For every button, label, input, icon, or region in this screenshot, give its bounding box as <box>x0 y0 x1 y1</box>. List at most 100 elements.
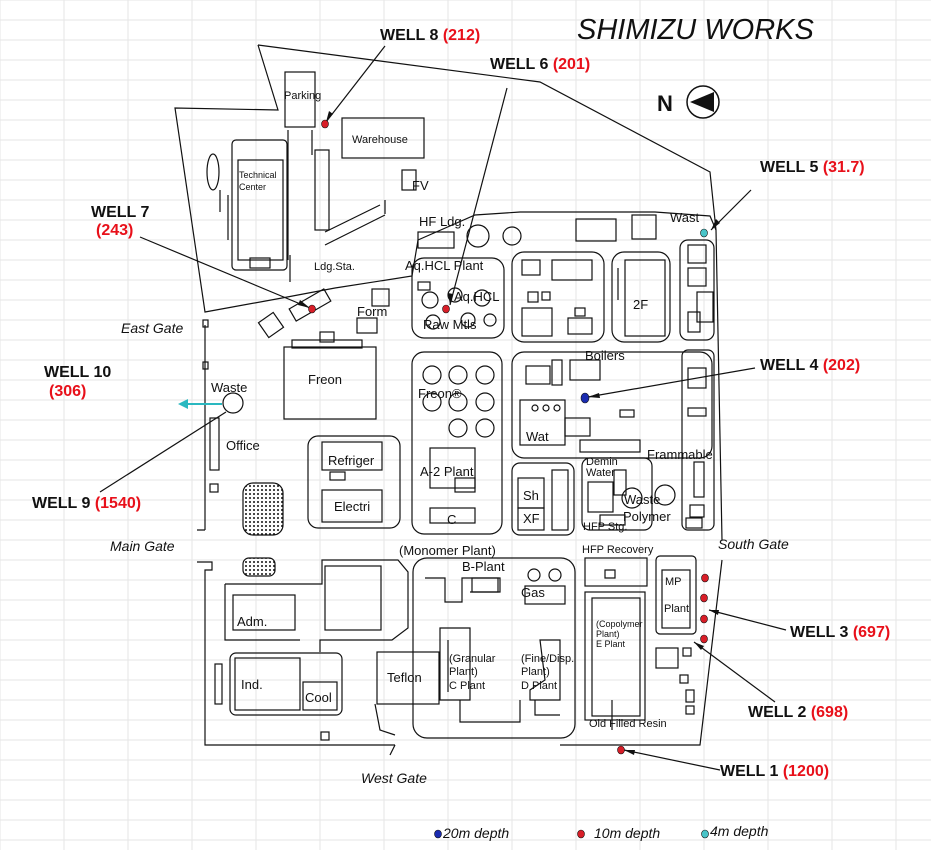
label-mp-plant: Plant <box>664 603 689 615</box>
north-arrow-icon <box>686 85 720 119</box>
label-center: Center <box>239 182 266 192</box>
site-boundary <box>174 44 723 746</box>
well-10-name: WELL 10 <box>44 364 111 381</box>
label-finedisp-2: Plant) <box>521 666 550 678</box>
label-demin: Demin <box>586 456 618 468</box>
label-office: Office <box>226 438 260 453</box>
label-form: Form <box>357 304 387 319</box>
legend-4m-dot <box>701 829 709 839</box>
label-wat: Wat <box>526 429 549 444</box>
label-raw-mtls: Raw Mtls <box>423 317 477 332</box>
label-fv: FV <box>412 178 429 193</box>
well-3-label: WELL 3 (697) <box>790 624 890 641</box>
label-granular-1: (Granular <box>449 653 496 665</box>
label-copolymer-1: (Copolymer <box>596 619 643 629</box>
label-south-gate: South Gate <box>718 536 789 552</box>
label-waste-polymer-1: Waste <box>624 492 660 507</box>
north-label: N <box>657 91 673 116</box>
label-mp: MP <box>665 576 682 588</box>
well-6-label: WELL 6 (201) <box>490 56 590 73</box>
freon-area <box>283 339 715 535</box>
well-leaders <box>99 45 787 771</box>
well-6-marker[interactable] <box>442 304 450 314</box>
label-sh: Sh <box>523 488 539 503</box>
label-waste-polymer-2: Polymer <box>623 509 671 524</box>
label-b-plant: B-Plant <box>462 559 505 574</box>
well-7-name: WELL 7 <box>91 204 149 221</box>
label-parking: Parking <box>284 90 321 102</box>
label-granular-2: Plant) <box>449 666 478 678</box>
label-finedisp-3: D Plant <box>521 680 557 692</box>
well-3-marker-b[interactable] <box>700 593 708 603</box>
label-hfp-stg: HFP Stg. <box>583 521 627 533</box>
label-waste: Waste <box>211 380 247 395</box>
label-ldg-sta: Ldg.Sta. <box>314 261 355 273</box>
label-freon: Freon <box>308 372 342 387</box>
label-old-filled-resin: Old Filled Resin <box>589 718 667 730</box>
label-granular-3: C Plant <box>449 680 485 692</box>
south-central-area <box>511 457 703 536</box>
well-1-marker[interactable] <box>617 745 625 755</box>
label-xf: XF <box>523 511 540 526</box>
label-wast: Wast <box>670 210 700 225</box>
well-4-label: WELL 4 (202) <box>760 357 860 374</box>
flow-arrow-head <box>178 399 188 409</box>
label-finedisp-1: (Fine/Disp. <box>521 653 574 665</box>
well-9-label: WELL 9 (1540) <box>32 495 141 512</box>
label-teflon: Teflon <box>387 670 422 685</box>
label-monomer-plant: (Monomer Plant) <box>399 543 496 558</box>
label-gas: Gas <box>521 585 545 600</box>
hcl-area <box>411 214 715 343</box>
well-8-label: WELL 8 (212) <box>380 27 480 44</box>
well-7-value: (243) <box>96 222 133 239</box>
building-labels: Parking Warehouse Technical Center FV HF… <box>211 90 713 730</box>
label-copolymer-3: E Plant <box>596 639 626 649</box>
label-west-gate: West Gate <box>361 770 427 786</box>
legend-10m-dot <box>577 829 585 839</box>
well-3-marker-a[interactable] <box>701 573 709 583</box>
well-5-label: WELL 5 (31.7) <box>760 159 865 176</box>
label-electri: Electri <box>334 499 370 514</box>
legend-20m-label: 20m depth <box>442 825 509 841</box>
label-demin-water: Water <box>586 467 615 479</box>
well-2-label: WELL 2 (698) <box>748 704 848 721</box>
well-7-marker[interactable] <box>308 304 316 314</box>
well-1-label: WELL 1 (1200) <box>720 763 829 780</box>
label-copolymer-2: Plant) <box>596 629 620 639</box>
label-aq-hcl-plant: Aq.HCL Plant <box>405 258 484 273</box>
label-cool: Cool <box>305 690 332 705</box>
label-warehouse: Warehouse <box>352 134 408 146</box>
label-freon-reg: Freon® <box>418 386 462 401</box>
well-markers <box>308 119 709 755</box>
label-frammable: Frammable <box>647 447 713 462</box>
label-a2-plant: A-2 Plant <box>420 464 474 479</box>
well-4-marker[interactable] <box>580 392 590 404</box>
west-area <box>209 417 401 536</box>
label-c: C <box>447 512 456 527</box>
label-aq-hcl: Aq.HCL <box>454 289 500 304</box>
legend-10m-label: 10m depth <box>594 825 660 841</box>
label-boilers: Boilers <box>585 348 625 363</box>
label-main-gate: Main Gate <box>110 538 175 554</box>
well-2-marker[interactable] <box>700 634 708 644</box>
label-technical: Technical <box>239 170 277 180</box>
label-hf-ldg: HF Ldg. <box>419 214 465 229</box>
label-ind: Ind. <box>241 677 263 692</box>
label-2f: 2F <box>633 297 648 312</box>
legend-20m-dot <box>434 829 442 839</box>
well-3-marker-c[interactable] <box>700 614 708 624</box>
label-refriger: Refriger <box>328 453 375 468</box>
admin-area <box>214 557 440 756</box>
well-5-marker[interactable] <box>700 228 708 238</box>
label-hfp-recovery: HFP Recovery <box>582 544 654 556</box>
northwest-area <box>202 71 425 370</box>
waste-tank <box>222 392 244 414</box>
label-adm: Adm. <box>237 614 267 629</box>
legend-4m-label: 4m depth <box>710 823 769 839</box>
label-east-gate: East Gate <box>121 320 183 336</box>
map-title: SHIMIZU WORKS <box>577 14 814 46</box>
well-8-marker[interactable] <box>321 119 329 129</box>
well-labels: WELL 8 (212) WELL 6 (201) WELL 5 (31.7) … <box>32 27 890 780</box>
